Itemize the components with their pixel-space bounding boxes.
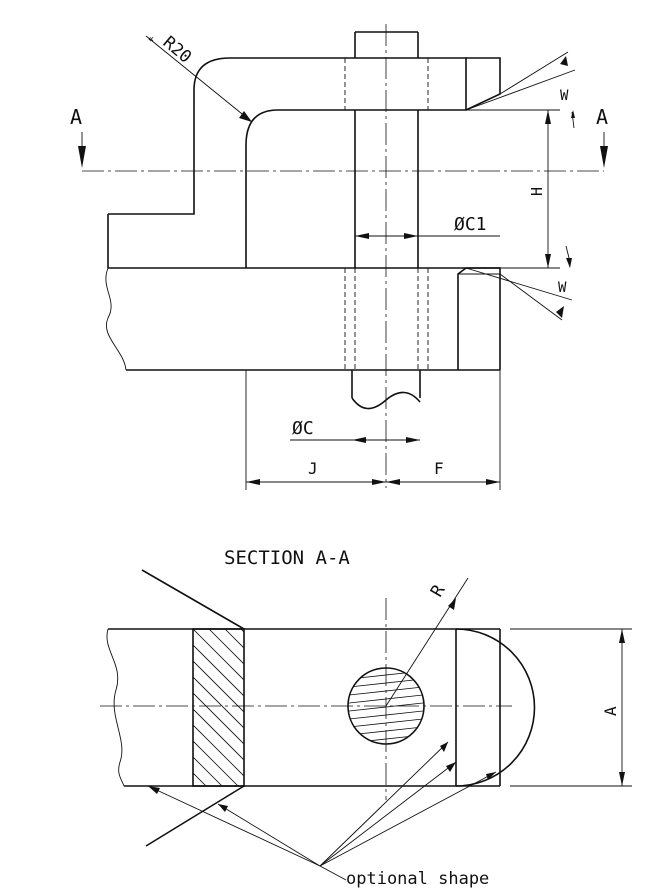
h-arrow-top	[545, 110, 551, 124]
note-arrow	[218, 804, 228, 812]
w-bottom-arrow-upper	[566, 258, 572, 268]
h-arrow-bottom	[545, 254, 551, 268]
top-wedge	[465, 57, 501, 111]
w-top-arrow	[560, 56, 568, 66]
a-arrow-bottom	[619, 772, 625, 786]
dim-label-j: J	[308, 459, 318, 478]
radius-tick: «	[148, 34, 154, 45]
top-view: A A R20 « H W W ØC1	[70, 24, 608, 490]
web-hatching	[193, 629, 244, 786]
note-leader	[319, 741, 449, 867]
section-title: SECTION A-A	[224, 547, 350, 569]
w-top-arrow-lower	[571, 110, 575, 118]
dim-label-a: A	[601, 706, 620, 716]
section-arrow-right-head	[600, 146, 608, 168]
section-marker-right: A	[596, 105, 608, 129]
note-leader	[147, 785, 321, 867]
dim-label-c1: ØC1	[454, 214, 487, 235]
dim-label-w-top: W	[560, 88, 569, 104]
f-arrow-left	[386, 479, 400, 485]
w-bottom-ext	[499, 273, 563, 321]
note-arrow	[486, 772, 496, 780]
rounded-end-arc	[455, 628, 536, 787]
c1-arrow-right	[404, 233, 418, 239]
j-arrow-right	[372, 479, 386, 485]
dim-label-f: F	[434, 459, 444, 478]
note-arrow	[148, 786, 160, 794]
note-baseline	[319, 865, 347, 881]
radius-leader	[145, 35, 253, 123]
dim-label-h: H	[528, 187, 546, 196]
section-break-line	[106, 628, 125, 787]
section-arrow-left-head	[78, 146, 86, 168]
section-view: SECTION A-A	[100, 547, 632, 889]
note-leader	[319, 771, 497, 867]
w-bottom-leader	[465, 267, 573, 301]
section-marker-left: A	[70, 105, 82, 129]
c-arrow-right	[406, 437, 420, 443]
dim-label-c: ØC	[292, 418, 314, 439]
radius-section-arrow	[448, 598, 456, 610]
c-arrow-left	[352, 437, 366, 443]
c1-arrow-left	[355, 233, 369, 239]
radius-label-top: R20	[159, 33, 195, 68]
radius-label-section: R	[427, 581, 450, 601]
radius-leader-arrow	[239, 111, 252, 122]
w-top-ext	[499, 51, 569, 95]
lower-plate-break-line	[105, 267, 127, 371]
note-arrow	[446, 762, 456, 772]
f-arrow-right	[486, 479, 500, 485]
a-arrow-top	[619, 629, 625, 643]
lower-wedge	[457, 267, 501, 370]
j-arrow-left	[246, 479, 260, 485]
note-arrow	[440, 742, 448, 752]
note-leader	[319, 761, 457, 867]
optional-shape-note: optional shape	[346, 869, 489, 889]
dim-label-w-bottom: W	[558, 280, 567, 296]
w-bottom-arrow	[556, 306, 564, 318]
optional-shape-upper	[141, 569, 245, 630]
optional-shape-lower	[145, 785, 245, 847]
note-leader	[217, 803, 321, 867]
radius-section-leader	[385, 577, 469, 707]
w-top-leader	[465, 69, 576, 111]
hatched-web	[192, 628, 245, 787]
